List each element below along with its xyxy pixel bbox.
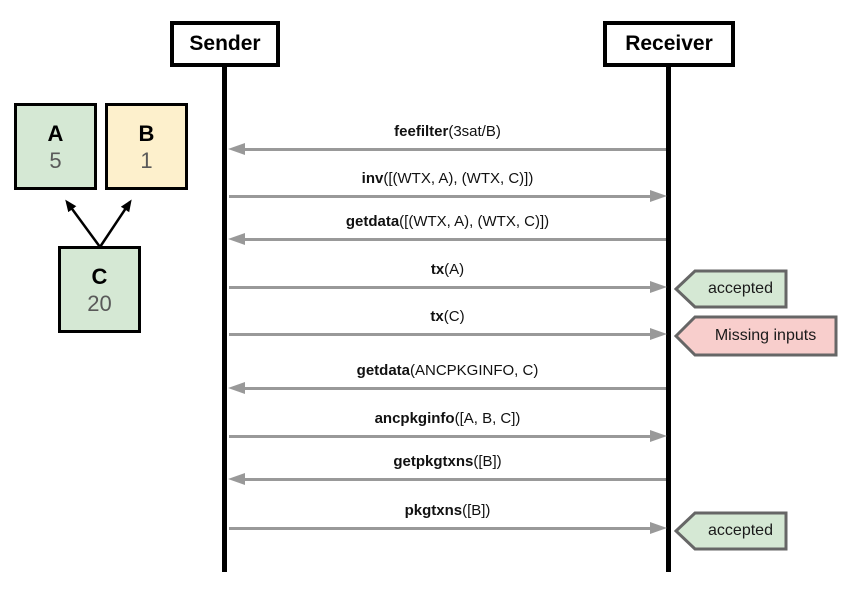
message-name: tx: [430, 261, 445, 278]
arrow-shaft: [241, 478, 666, 481]
message-args: ([(WTX, A), (WTX, C)]): [399, 213, 550, 230]
arrow-shaft: [229, 333, 654, 336]
edge-c-to-b-arrow: [98, 199, 132, 248]
message-args: (ANCPKGINFO, C): [410, 362, 539, 379]
arrow-head-icon: [650, 521, 667, 534]
message-label: tx(C): [229, 306, 666, 327]
status-tag-accepted-2: accepted: [674, 511, 788, 551]
message-row-tx-a: tx(A): [229, 259, 667, 295]
tag-shape: [674, 315, 838, 357]
tx-box-b-value: 1: [140, 147, 153, 173]
tx-box-c-label: C: [91, 263, 108, 289]
message-row-feefilter: feefilter(3sat/B): [228, 121, 666, 157]
sender-lifeline: [222, 66, 227, 572]
message-row-pkgtxns: pkgtxns([B]): [229, 500, 667, 536]
message-row-inv: inv([(WTX, A), (WTX, C)]): [229, 168, 667, 204]
tag-polygon: [674, 511, 788, 551]
message-arrow-right: [229, 327, 667, 342]
tag-polygon: [674, 315, 838, 357]
arrow-head-icon: [650, 429, 667, 442]
actor-receiver: Receiver: [603, 21, 735, 67]
message-name: tx: [430, 308, 444, 325]
message-name: ancpkginfo: [374, 410, 455, 427]
message-args: ([(WTX, A), (WTX, C)]): [383, 170, 534, 187]
message-args: (3sat/B): [448, 123, 501, 140]
message-args: (C): [443, 308, 465, 325]
tag-shape: [674, 511, 788, 551]
message-row-getdata-wtx: getdata([(WTX, A), (WTX, C)]): [228, 211, 666, 247]
arrow-shaft: [229, 435, 654, 438]
message-arrow-right: [229, 429, 667, 444]
message-arrow-right: [229, 521, 667, 536]
message-label: getdata([(WTX, A), (WTX, C)]): [229, 211, 666, 232]
message-arrow-left: [228, 232, 666, 247]
arrow-head-icon: [228, 232, 245, 245]
message-label: ancpkginfo([A, B, C]): [229, 408, 666, 429]
arrow-shaft: [241, 238, 666, 241]
message-arrow-left: [228, 381, 666, 396]
message-args: ([A, B, C]): [454, 410, 521, 427]
tx-box-a: A 5: [14, 103, 97, 190]
tx-box-c: C 20: [58, 246, 141, 333]
message-args: (A): [444, 261, 465, 278]
message-label: inv([(WTX, A), (WTX, C)]): [229, 168, 666, 189]
tag-label: accepted: [708, 522, 773, 539]
message-name: getdata: [356, 362, 410, 379]
tx-box-b: B 1: [105, 103, 188, 190]
message-label: feefilter(3sat/B): [229, 121, 666, 142]
arrow-head-icon: [650, 280, 667, 293]
message-row-tx-c: tx(C): [229, 306, 667, 342]
arrow-shaft: [241, 148, 666, 151]
dependency-arrows: [65, 199, 132, 248]
tx-box-a-label: A: [47, 120, 64, 146]
tag-label: accepted: [708, 280, 773, 297]
arrow-head-icon: [650, 189, 667, 202]
arrow-head-icon: [228, 381, 245, 394]
tx-box-c-value: 20: [87, 290, 112, 316]
receiver-lifeline: [666, 66, 671, 572]
message-arrow-left: [228, 142, 666, 157]
message-name: getpkgtxns: [393, 453, 474, 470]
actor-sender-label: Sender: [189, 32, 261, 55]
message-arrow-right: [229, 189, 667, 204]
edge-c-to-a-arrow: [65, 199, 102, 248]
message-label: getpkgtxns([B]): [229, 451, 666, 472]
arrow-head-icon: [228, 142, 245, 155]
message-arrow-right: [229, 280, 667, 295]
message-label: getdata(ANCPKGINFO, C): [229, 360, 666, 381]
message-row-ancpkginfo: ancpkginfo([A, B, C]): [229, 408, 667, 444]
message-name: inv: [361, 170, 384, 187]
actor-sender: Sender: [170, 21, 280, 67]
message-args: ([B]): [462, 502, 491, 519]
arrow-head-icon: [650, 327, 667, 340]
tx-box-b-label: B: [138, 120, 155, 146]
tag-polygon: [674, 269, 788, 309]
tag-label: Missing inputs: [714, 327, 817, 344]
message-row-getpkgtxns: getpkgtxns([B]): [228, 451, 666, 487]
message-row-getdata-ancpkginfo: getdata(ANCPKGINFO, C): [228, 360, 666, 396]
tx-box-a-value: 5: [49, 147, 62, 173]
tag-shape: [674, 269, 788, 309]
message-label: pkgtxns([B]): [229, 500, 666, 521]
message-arrow-left: [228, 472, 666, 487]
message-name: pkgtxns: [404, 502, 463, 519]
message-name: getdata: [345, 213, 400, 230]
arrow-head-icon: [228, 472, 245, 485]
arrow-shaft: [229, 195, 654, 198]
actor-receiver-label: Receiver: [625, 32, 713, 55]
arrow-shaft: [241, 387, 666, 390]
status-tag-accepted-1: accepted: [674, 269, 788, 309]
message-label: tx(A): [229, 259, 666, 280]
message-args: ([B]): [473, 453, 502, 470]
message-name: feefilter: [394, 123, 449, 140]
status-tag-missing-inputs: Missing inputs: [674, 315, 838, 357]
arrow-shaft: [229, 286, 654, 289]
arrow-shaft: [229, 527, 654, 530]
